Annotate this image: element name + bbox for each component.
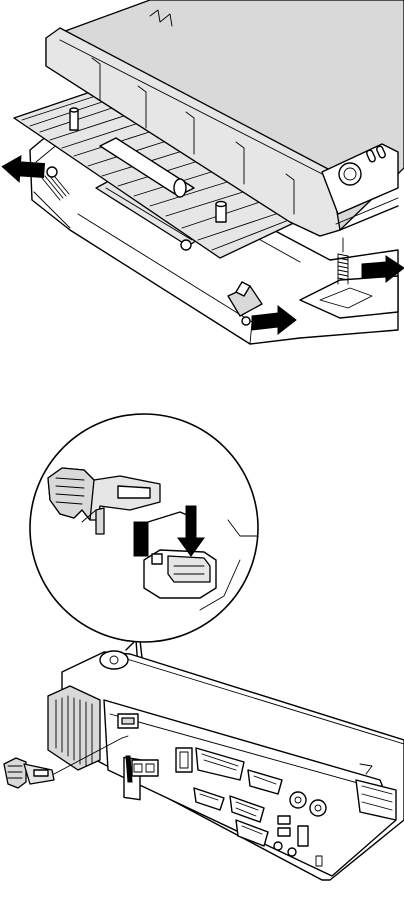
loose-lock-piece [4, 736, 128, 788]
down-arrow [178, 506, 204, 556]
docking-top-illustration [0, 0, 404, 360]
callout-leader [126, 640, 146, 696]
dock-station [48, 651, 404, 880]
magnifier-circle [30, 414, 258, 642]
